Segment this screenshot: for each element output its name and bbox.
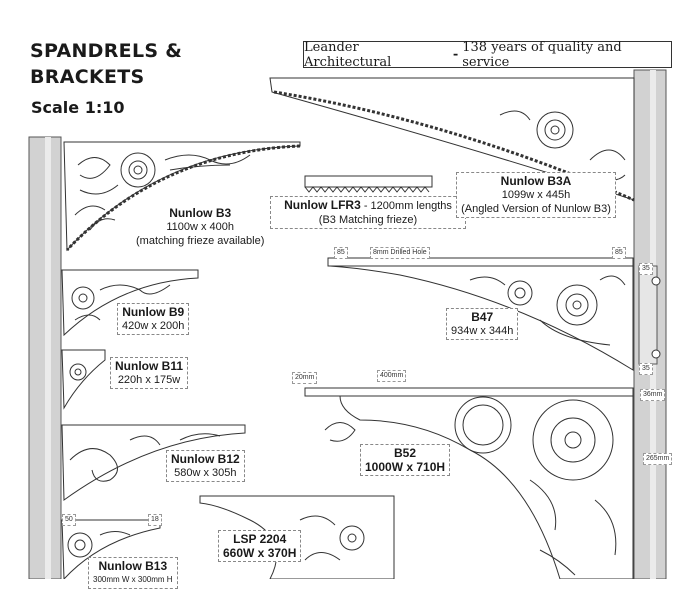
company-name: Leander Architectural [304,39,392,70]
dim-265mm: 265mm [643,453,673,465]
b12-size: 580w x 305h [174,467,237,479]
label-b3: Nunlow B3 1100w x 400h (matching frieze … [136,206,264,248]
right-post [633,69,667,579]
banner-separator: - [452,47,459,62]
b3a-size: 1099w x 445h [501,189,571,201]
b52-size: 1000W x 710H [365,460,446,474]
dim-18: 18 [148,514,162,526]
dim-20mm: 20mm [292,372,318,384]
label-b13: Nunlow B13 300mm W x 300mm H [88,557,178,589]
label-b9: Nunlow B9 420w x 200h [117,303,190,335]
dim-50: 50 [62,514,76,526]
label-b3a: Nunlow B3A 1099w x 445h (Angled Version … [456,172,616,218]
lsp2204-size: 660W x 370H [223,546,297,560]
b11-name: Nunlow B11 [115,359,184,373]
dim-35-top: 35 [639,263,653,275]
label-b11: Nunlow B11 220h x 175w [110,357,189,389]
dim-400mm: 400mm [377,370,407,382]
b12-bracket [61,424,246,501]
label-b47: B47 934w x 344h [446,308,519,340]
lfr3-name: Nunlow LFR3 [284,198,361,212]
dim-drilled-hole: 8mm Drilled Hole [370,247,430,259]
label-lsp2204: LSP 2204 660W x 370H [218,530,302,562]
left-post [28,136,62,579]
b3-spandrel [63,141,301,252]
dim-36mm: 36mm [640,389,666,401]
b47-size: 934w x 344h [451,325,514,337]
dim-85-left: 85 [334,247,348,259]
b13-bracket [61,519,161,579]
b12-name: Nunlow B12 [171,452,240,466]
b13-size: 300mm W x 300mm H [93,575,173,584]
b9-name: Nunlow B9 [122,305,185,319]
b13-name: Nunlow B13 [98,559,168,573]
lfr3-note: (B3 Matching frieze) [318,214,418,226]
page-title-line-1: SPANDRELS & [30,40,183,62]
lfr3-frieze [304,175,433,193]
b11-bracket [61,349,106,410]
b47-bracket [327,257,634,371]
b3a-name: Nunlow B3A [500,174,572,188]
b3-size: 1100w x 400h [166,221,235,233]
scale-label: Scale 1:10 [31,98,125,117]
dim-85-right: 85 [612,247,626,259]
b52-bracket [304,387,634,579]
dim-35-bottom: 35 [639,363,653,375]
b9-size: 420w x 200h [122,320,185,332]
company-tagline: 138 years of quality and service [462,39,622,70]
b9-bracket [61,269,199,337]
b3a-note: (Angled Version of Nunlow B3) [461,203,611,215]
label-b52: B52 1000W x 710H [360,444,451,476]
lsp2204-name: LSP 2204 [233,532,287,546]
b3-note: (matching frieze available) [136,235,265,247]
b47-name: B47 [471,310,494,324]
page-title-line-2: BRACKETS [30,66,145,88]
b52-name: B52 [394,446,417,460]
b3-name: Nunlow B3 [169,206,232,220]
lfr3-length: - 1200mm lengths [360,200,452,212]
company-banner: Leander Architectural - 138 years of qua… [303,39,672,70]
label-b12: Nunlow B12 580w x 305h [166,450,245,482]
b11-size: 220h x 175w [117,374,181,386]
label-lfr3: Nunlow LFR3 - 1200mm lengths (B3 Matchin… [270,196,466,229]
